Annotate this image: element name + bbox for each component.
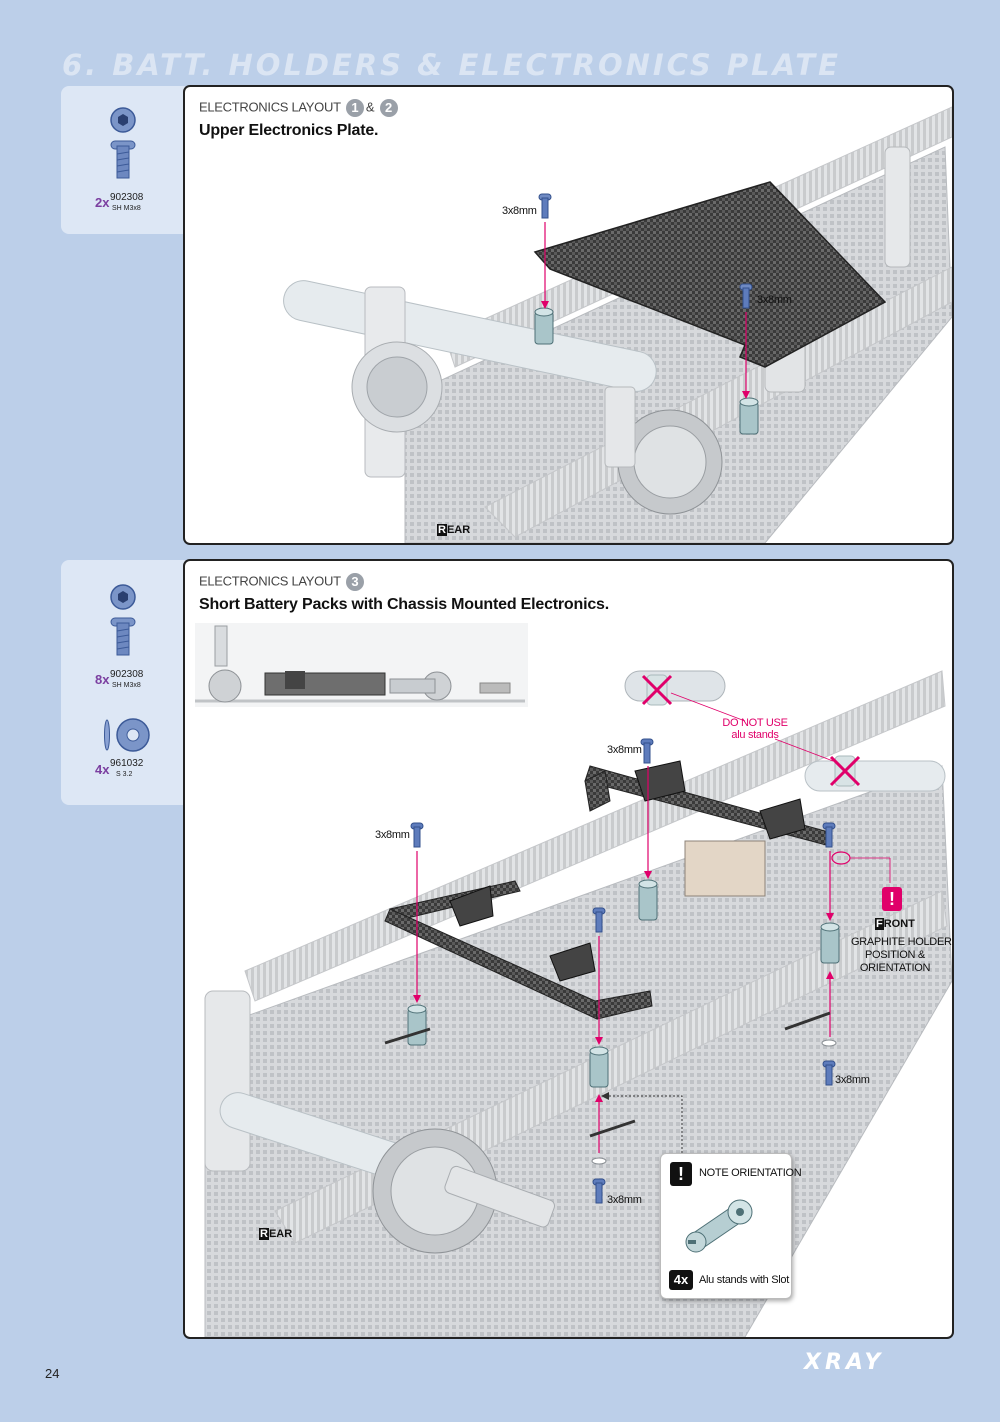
layout-badge-1: 1: [345, 99, 364, 117]
step-heading: Short Battery Packs with Chassis Mounted…: [199, 596, 609, 613]
graphite-holder-note: GRAPHITE HOLDER POSITION & ORIENTATION: [851, 936, 952, 975]
side-view-thumbnail: [195, 623, 528, 707]
alu-stand-icon: [685, 1199, 753, 1253]
part-qty: 8x: [95, 672, 110, 687]
xray-logo: XRAY: [800, 1349, 958, 1378]
chassis-illustration: [195, 623, 952, 1337]
screw-right: [739, 283, 753, 309]
screw-label-c: 3x8mm: [835, 1074, 870, 1086]
part-desc: S 3.2: [116, 771, 133, 778]
part-code: 902308: [110, 669, 144, 680]
crossed-stand-2: [829, 755, 861, 787]
chassis-illustration: [283, 106, 952, 543]
amp: &: [365, 99, 375, 115]
rear-letter: R: [437, 524, 447, 536]
layout-badge-3: 3: [345, 573, 364, 591]
rear-label: REAR: [259, 1228, 292, 1240]
front-letter: F: [875, 918, 884, 930]
crossed-stand-1: [641, 674, 673, 706]
part-code: 902308: [110, 192, 144, 203]
note-desc: Alu stands with Slot: [699, 1274, 789, 1286]
parts-panel-1: 2x 902308 SH M3x8: [61, 86, 185, 234]
rear-rest: EAR: [446, 524, 471, 536]
parts-panel-2: 8x 902308 SH M3x8 4x 961032 S 3.2: [61, 560, 185, 805]
screw-label-right: 3x8mm: [757, 294, 792, 306]
do-not-use-line2: alu stands: [731, 729, 779, 741]
front-rest: RONT: [883, 918, 915, 930]
assembly-step-2: ELECTRONICS LAYOUT 3 Short Battery Packs…: [183, 559, 954, 1339]
layout-header: ELECTRONICS LAYOUT 3: [199, 573, 366, 591]
washer-icon: [104, 718, 150, 752]
part-desc: SH M3x8: [112, 682, 141, 689]
screw-left: [538, 193, 552, 219]
assembly-step-1: ELECTRONICS LAYOUT 1& 2 Upper Electronic…: [183, 85, 954, 545]
step-heading: Upper Electronics Plate.: [199, 122, 379, 139]
layout-badge-2: 2: [379, 99, 398, 117]
note-warning-icon: !: [670, 1162, 692, 1186]
logo-text: XRAY: [802, 1350, 884, 1373]
part-qty: 4x: [95, 762, 110, 777]
rear-letter: R: [259, 1228, 269, 1240]
screw-icon: [110, 107, 136, 179]
rear-label: REAR: [437, 524, 470, 536]
graphite-line2: POSITION &: [865, 949, 925, 961]
do-not-use-line1: DO NOT USE: [722, 717, 788, 729]
screw-label-left: 3x8mm: [502, 205, 537, 217]
graphite-line3: ORIENTATION: [859, 962, 931, 974]
screw-label-d: 3x8mm: [607, 1194, 642, 1206]
layout-header: ELECTRONICS LAYOUT 1& 2: [199, 99, 400, 117]
layout-header-label: ELECTRONICS LAYOUT: [199, 99, 341, 115]
do-not-use-note: DO NOT USE alu stands: [715, 717, 795, 741]
page-number: 24: [45, 1366, 60, 1381]
graphite-line1: GRAPHITE HOLDER: [851, 936, 952, 948]
layout-header-label: ELECTRONICS LAYOUT: [199, 573, 341, 589]
page-title: 6. BATT. HOLDERS & ELECTRONICS PLATE: [62, 48, 841, 82]
screw-label-b: 3x8mm: [607, 744, 642, 756]
part-desc: SH M3x8: [112, 205, 141, 212]
rear-rest: EAR: [268, 1228, 293, 1240]
screw-label-a: 3x8mm: [375, 829, 410, 841]
note-orientation-box: ! NOTE ORIENTATION 4x Alu stands with Sl…: [660, 1153, 802, 1299]
part-code: 961032: [110, 758, 144, 769]
screw-icon: [110, 584, 136, 656]
front-label: FRONT: [875, 918, 915, 930]
part-qty: 2x: [95, 195, 110, 210]
warning-icon: !: [882, 887, 902, 911]
note-title: NOTE ORIENTATION: [699, 1167, 802, 1179]
note-qty-badge: 4x: [669, 1270, 693, 1290]
